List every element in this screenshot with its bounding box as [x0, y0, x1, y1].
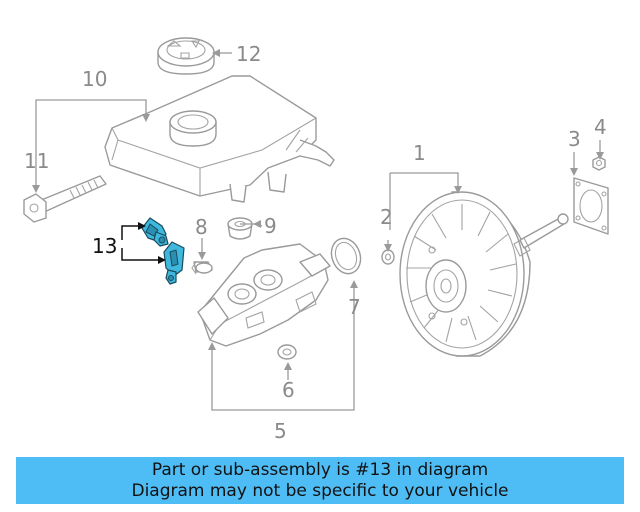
- callout-4: 4: [594, 115, 607, 139]
- o-ring-part: [330, 237, 362, 275]
- callout-3: 3: [568, 127, 581, 151]
- master-cylinder-part: [197, 243, 331, 347]
- callout-2: 2: [380, 205, 393, 229]
- callout-13: 13: [92, 234, 117, 258]
- callout-11: 11: [24, 149, 49, 173]
- brake-booster-part: [399, 191, 569, 357]
- grommet-part: [227, 217, 253, 240]
- banner-line-2: Diagram may not be specific to your vehi…: [131, 480, 509, 501]
- pressure-sensor-part-highlighted: [141, 217, 185, 285]
- callout-5: 5: [274, 419, 287, 443]
- seal-part: [277, 344, 297, 360]
- nut-part: [381, 249, 395, 265]
- small-nut-part: [592, 156, 606, 171]
- banner-line-1: Part or sub-assembly is #13 in diagram: [151, 459, 489, 480]
- callout-8: 8: [195, 215, 208, 239]
- level-sensor-part: [23, 175, 107, 223]
- fluid-reservoir-part: [104, 75, 335, 203]
- gasket-part: [573, 177, 609, 235]
- callout-12: 12: [236, 42, 261, 66]
- reservoir-cap-part: [157, 37, 215, 75]
- leader-13: [121, 222, 166, 264]
- callout-10: 10: [82, 67, 107, 91]
- callout-1: 1: [413, 141, 426, 165]
- callout-6: 6: [282, 378, 295, 402]
- info-banner: Part or sub-assembly is #13 in diagram D…: [16, 457, 624, 504]
- bolt-part: [191, 261, 213, 275]
- callout-7: 7: [348, 295, 361, 319]
- leader-arrowheads: [32, 49, 604, 370]
- callout-9: 9: [264, 214, 277, 238]
